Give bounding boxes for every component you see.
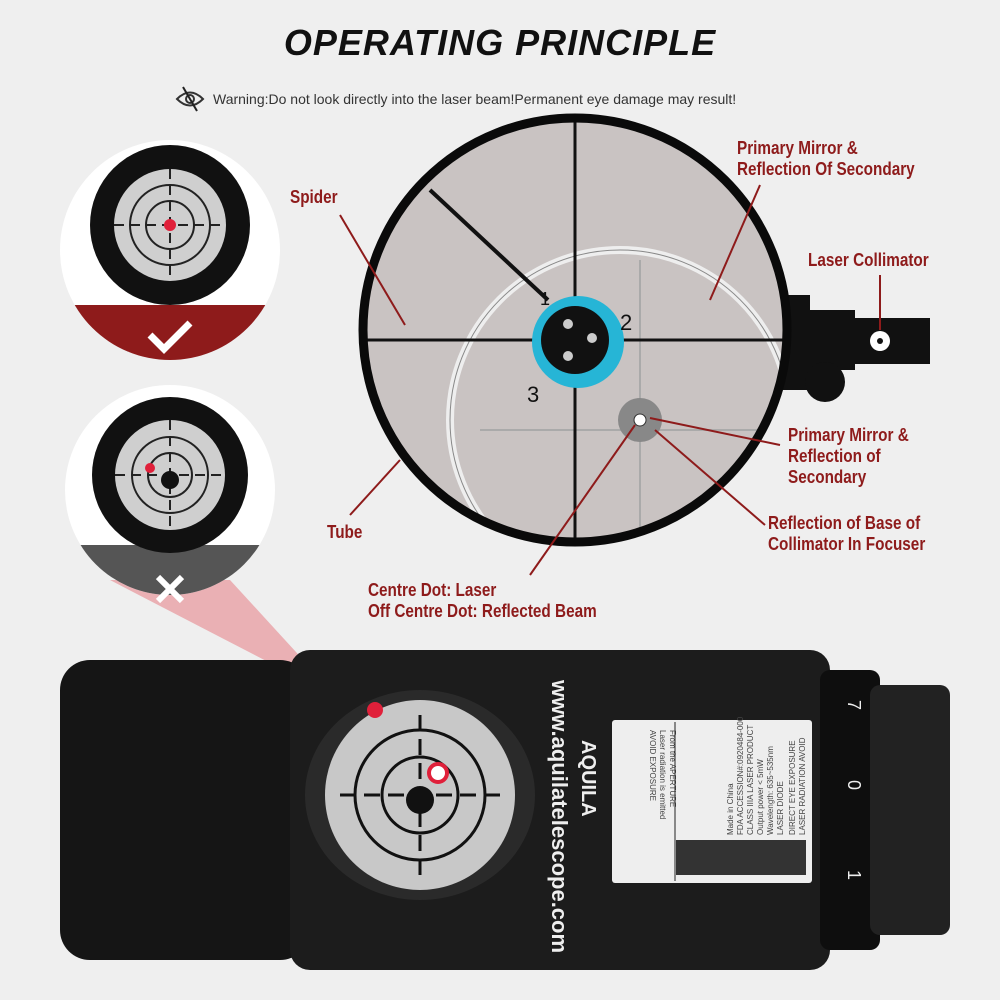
eye-crossed-icon	[175, 86, 205, 112]
sticker-left-1: AVOID EXPOSURE	[648, 730, 657, 801]
sticker-right-8: Made in China	[726, 783, 735, 835]
label-spider: Spider	[290, 187, 338, 207]
label-laser-collimator: Laser Collimator	[808, 250, 929, 270]
label-line: Primary Mirror &	[737, 138, 858, 158]
x-icon	[155, 574, 185, 604]
leader-lines	[339, 184, 881, 576]
screw-number-1: 1	[540, 289, 550, 309]
dial-number-7: 7	[844, 700, 864, 710]
screw-number-3: 3	[527, 382, 539, 407]
label-tube: Tube	[327, 522, 363, 542]
correct-alignment-view	[60, 140, 280, 360]
incorrect-alignment-view	[65, 385, 275, 604]
product-brand: AQUILA	[577, 740, 599, 817]
sticker-right-3: LASER DIODE	[776, 781, 785, 835]
sticker-left-2: Laser radiation is emitted	[658, 730, 667, 819]
product-url: www.aquilatelescope.com	[547, 679, 572, 953]
dial-number-1: 1	[844, 870, 864, 880]
sticker-right-1: LASER RADIATION AVOID	[798, 737, 807, 835]
sticker-right-2: DIRECT EYE EXPOSURE	[788, 740, 797, 835]
label-line: Secondary	[788, 467, 867, 487]
sticker-right-6: CLASS IIIA LASER PRODUCT	[746, 725, 755, 835]
sticker-right-7: FDA ACCESSION#:0920484-000	[736, 716, 745, 835]
warning-text: Warning:Do not look directly into the la…	[213, 91, 737, 107]
dial-number-0: 0	[844, 780, 864, 790]
label-line: Reflection of Base of	[768, 513, 921, 533]
label-primary-mirror-top: Primary Mirror &Reflection Of Secondary	[737, 138, 915, 180]
label-line: Collimator In Focuser	[768, 534, 926, 554]
label-line: Reflection Of Secondary	[737, 159, 915, 179]
check-icon	[147, 320, 193, 354]
screw-number-2: 2	[620, 310, 632, 335]
page-title: OPERATING PRINCIPLE	[283, 22, 717, 63]
label-line: Primary Mirror &	[788, 425, 909, 445]
label-line: Centre Dot: Laser	[368, 580, 497, 600]
laser-collimator	[780, 295, 930, 402]
sticker-right-5: Output power < 5mW	[756, 759, 765, 835]
label-line: Reflection of	[788, 446, 881, 466]
collimator-product	[60, 650, 950, 970]
warning-note: Warning:Do not look directly into the la…	[175, 86, 736, 112]
label-line: Off Centre Dot: Reflected Beam	[368, 601, 597, 621]
telescope-front-view	[358, 113, 792, 547]
sticker-left-3: From the APERTURE	[668, 730, 677, 807]
sticker-right-4: Wavelength: 635~535nm	[766, 746, 775, 835]
